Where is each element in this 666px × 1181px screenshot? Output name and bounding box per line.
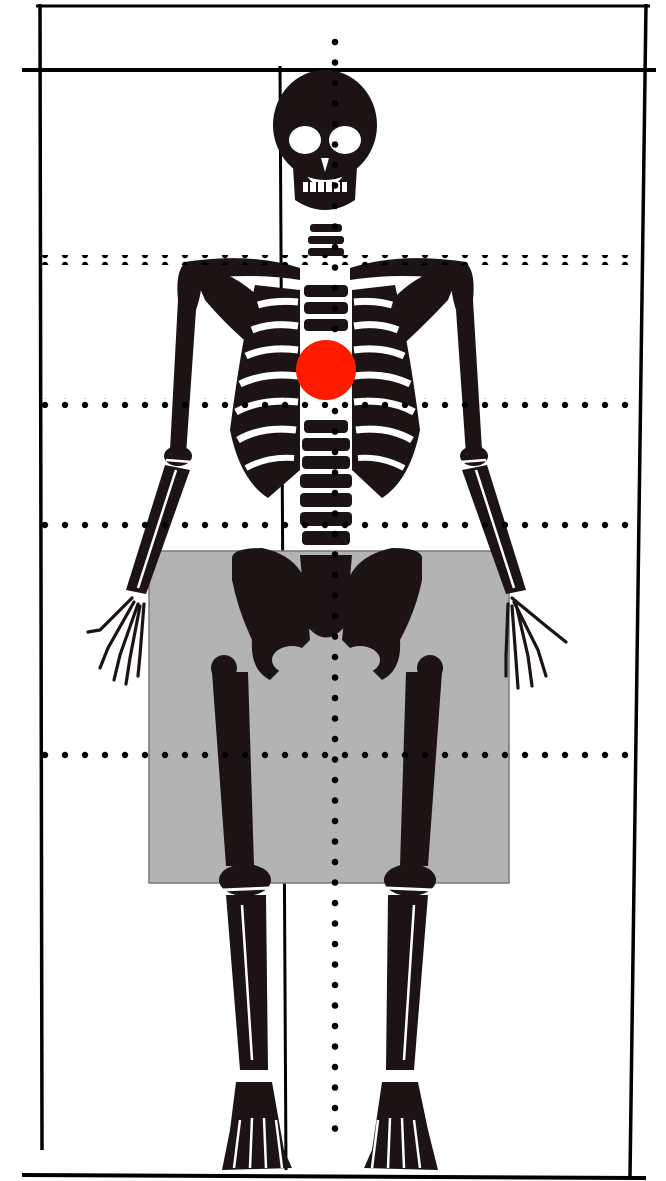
lower-legs bbox=[226, 895, 428, 1076]
guide-dot bbox=[332, 490, 339, 497]
guide-dotted-line-waist bbox=[30, 521, 630, 531]
guide-dot bbox=[332, 1023, 339, 1030]
guide-dot bbox=[332, 695, 339, 702]
frame-bottom-line bbox=[22, 1175, 646, 1178]
guide-dot bbox=[332, 654, 339, 661]
guide-dotted-line-thigh bbox=[30, 751, 630, 761]
guide-dot bbox=[332, 633, 339, 640]
guide-dot bbox=[332, 449, 339, 456]
skull bbox=[273, 70, 377, 210]
guide-dot bbox=[332, 859, 339, 866]
guide-dotted-line-shoulder bbox=[30, 255, 630, 265]
frame-left-line bbox=[40, 4, 42, 1150]
guide-dot bbox=[332, 285, 339, 292]
guide-dot bbox=[332, 777, 339, 784]
guide-dot bbox=[332, 59, 339, 66]
guide-dot bbox=[332, 756, 339, 763]
guide-dot bbox=[332, 223, 339, 230]
guide-dot bbox=[332, 900, 339, 907]
guide-dot bbox=[332, 469, 339, 476]
guide-dot bbox=[332, 941, 339, 948]
guide-dot bbox=[332, 838, 339, 845]
guide-dot bbox=[332, 879, 339, 886]
guide-dot bbox=[332, 592, 339, 599]
guide-dot bbox=[332, 818, 339, 825]
guide-dot bbox=[332, 572, 339, 579]
guide-dot bbox=[332, 264, 339, 271]
guide-dot bbox=[332, 736, 339, 743]
frame-right-line bbox=[630, 4, 646, 1176]
guide-dot bbox=[332, 531, 339, 538]
guide-dot bbox=[332, 182, 339, 189]
guide-dot bbox=[332, 428, 339, 435]
guide-dot bbox=[332, 982, 339, 989]
guide-dot bbox=[332, 121, 339, 128]
guide-dot bbox=[332, 39, 339, 46]
guide-dot bbox=[332, 1125, 339, 1132]
guide-dot bbox=[332, 305, 339, 312]
guide-dot bbox=[332, 715, 339, 722]
guide-dot bbox=[332, 244, 339, 251]
guide-dot bbox=[332, 80, 339, 87]
guide-dot bbox=[332, 100, 339, 107]
guide-dot bbox=[332, 674, 339, 681]
spine bbox=[300, 285, 352, 545]
guide-dot bbox=[332, 920, 339, 927]
guide-dot bbox=[332, 510, 339, 517]
cervical-spine bbox=[308, 224, 344, 256]
guide-dot bbox=[332, 1043, 339, 1050]
heart-marker bbox=[296, 340, 356, 400]
guide-dot bbox=[332, 1105, 339, 1112]
guide-dot bbox=[332, 1084, 339, 1091]
guide-dot bbox=[332, 162, 339, 169]
guide-dot bbox=[332, 203, 339, 210]
feet bbox=[222, 1082, 438, 1170]
guide-dot bbox=[332, 551, 339, 558]
guide-dot bbox=[332, 1064, 339, 1071]
guide-dot bbox=[332, 326, 339, 333]
guide-dot bbox=[332, 141, 339, 148]
guide-dot bbox=[332, 961, 339, 968]
guide-dot bbox=[332, 797, 339, 804]
guide-dot bbox=[332, 408, 339, 415]
guide-dot bbox=[332, 1002, 339, 1009]
guide-dot bbox=[332, 613, 339, 620]
